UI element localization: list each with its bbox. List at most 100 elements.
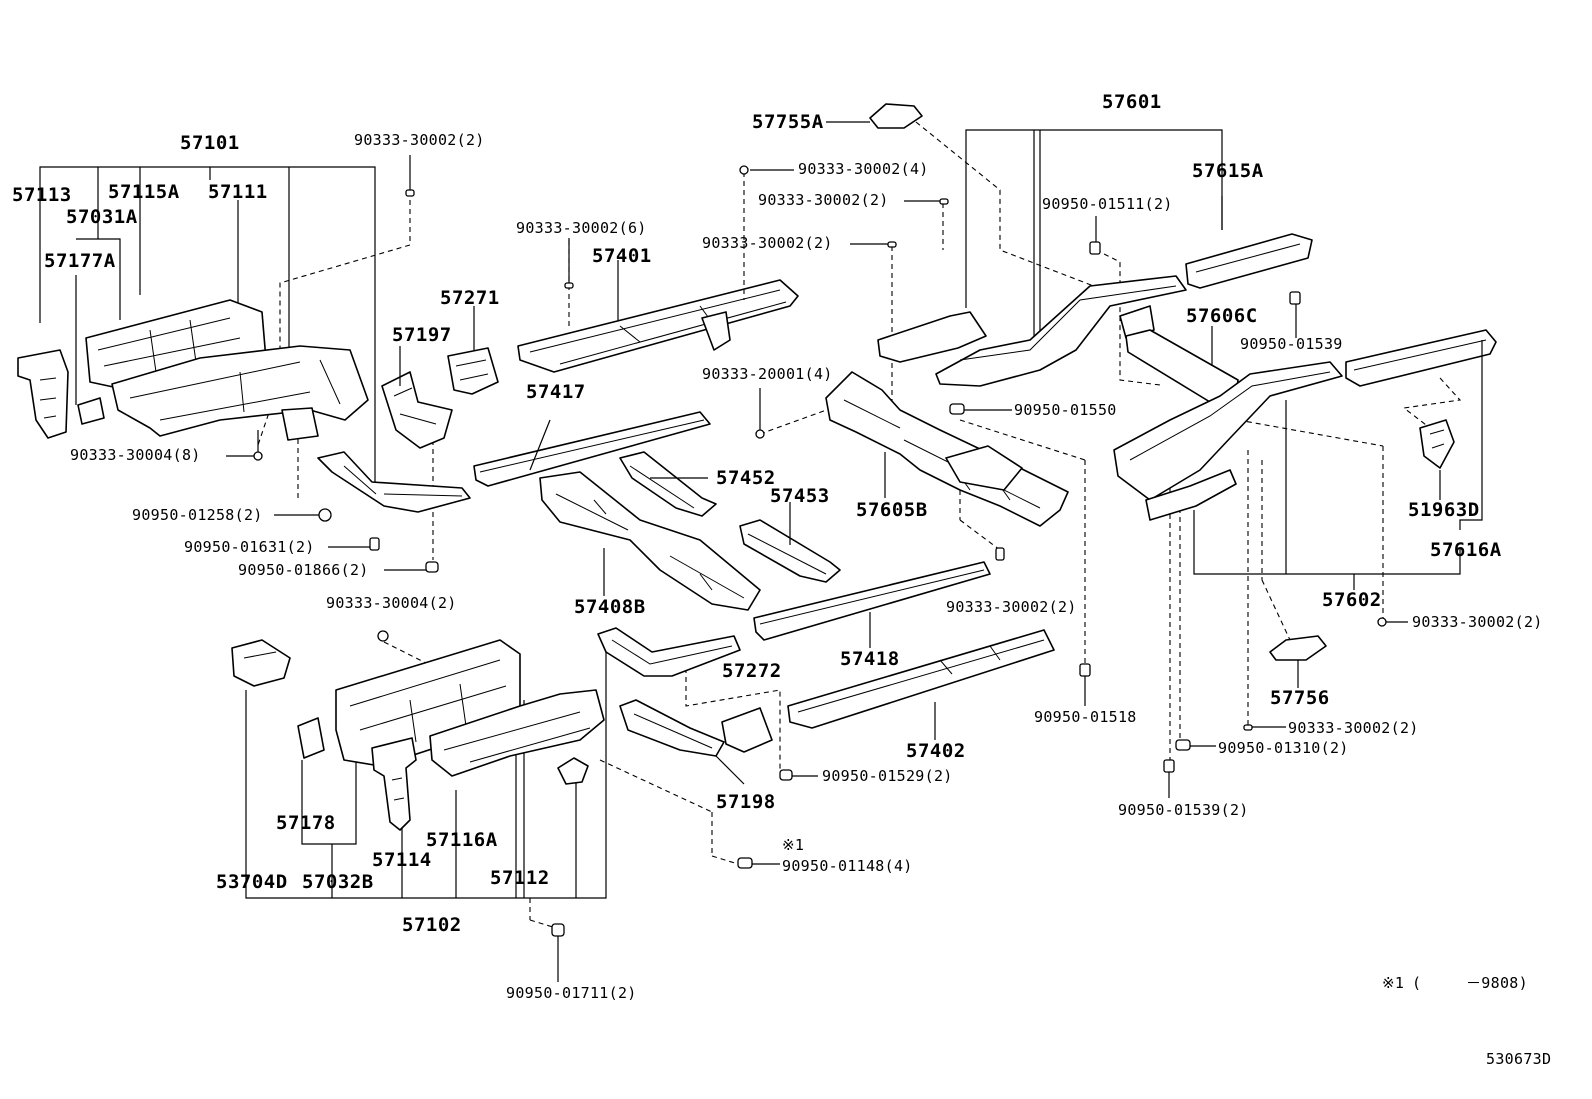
part-57602-art xyxy=(1113,361,1343,521)
part-53704D-art xyxy=(231,639,291,687)
fastener-group-lower xyxy=(377,630,818,982)
part-label-57271: 57271 xyxy=(440,287,500,309)
fastener-label-90950-01518: 90950-01518 xyxy=(1034,708,1137,726)
fastener-label-90950-01866-2: 90950-01866(2) xyxy=(238,561,369,579)
part-57111-art xyxy=(111,345,369,441)
part-57616A-art xyxy=(1345,329,1497,387)
footnote-open-paren: ( xyxy=(1412,974,1422,992)
footnote-range: －9808) xyxy=(1466,974,1528,992)
part-57111-bottom-art xyxy=(317,451,471,513)
part-57178-art xyxy=(297,717,325,759)
fastener-label-90333-20001-4: 90333-20001(4) xyxy=(702,365,833,383)
part-label-57615A: 57615A xyxy=(1192,160,1264,182)
diagram-code: 530673D xyxy=(1486,1050,1552,1068)
fastener-label-90950-01711-2: 90950-01711(2) xyxy=(506,984,637,1002)
part-label-57111: 57111 xyxy=(208,181,268,203)
part-57417-art xyxy=(473,411,711,487)
part-57606C-art xyxy=(1125,329,1239,403)
part-57418-art xyxy=(753,561,991,641)
part-57605B-art xyxy=(825,371,1069,527)
part-label-57601: 57601 xyxy=(1102,91,1162,113)
part-57112-art xyxy=(557,757,589,785)
fastener-label-90333-30004-8: 90333-30004(8) xyxy=(70,446,201,464)
fastener-label-90333-30002-2-d: 90333-30002(2) xyxy=(1412,613,1543,631)
note-mark-1: ※1 xyxy=(782,836,805,854)
part-label-57755A: 57755A xyxy=(752,111,824,133)
part-label-57197: 57197 xyxy=(392,324,452,346)
part-label-57756: 57756 xyxy=(1270,687,1330,709)
part-label-57401: 57401 xyxy=(592,245,652,267)
part-label-57112: 57112 xyxy=(490,867,550,889)
leader-right-fasteners xyxy=(399,121,1408,798)
part-57756-art xyxy=(1269,635,1327,688)
part-57198-art xyxy=(619,699,745,785)
part-label-57113: 57113 xyxy=(12,184,72,206)
part-label-57116A: 57116A xyxy=(426,829,498,851)
part-57114-art xyxy=(371,737,417,831)
part-label-57032B: 57032B xyxy=(302,871,374,893)
part-label-57198: 57198 xyxy=(716,791,776,813)
fastener-label-90950-01539-2: 90950-01539(2) xyxy=(1118,801,1249,819)
part-label-57031A: 57031A xyxy=(66,206,138,228)
part-label-57452: 57452 xyxy=(716,467,776,489)
fastener-label-90333-30002-2: 90333-30002(2) xyxy=(354,131,485,149)
group-57101-leaders xyxy=(39,166,376,487)
part-label-57606C: 57606C xyxy=(1186,305,1258,327)
leader-left-fasteners xyxy=(274,155,426,571)
part-57177A-art xyxy=(77,397,105,425)
dash-lower-left xyxy=(383,641,781,929)
fastener-label-90950-01529-2: 90950-01529(2) xyxy=(822,767,953,785)
part-label-57114: 57114 xyxy=(372,849,432,871)
fastener-label-90333-30004-2: 90333-30004(2) xyxy=(326,594,457,612)
part-label-57602: 57602 xyxy=(1322,589,1382,611)
part-label-57418: 57418 xyxy=(840,648,900,670)
part-57113-art xyxy=(17,349,69,439)
fastener-label-90950-01631-2: 90950-01631(2) xyxy=(184,538,315,556)
part-57401-art xyxy=(517,279,799,373)
part-51963D-art xyxy=(1419,419,1455,469)
part-57112-rail-art xyxy=(597,627,741,677)
part-label-57402: 57402 xyxy=(906,740,966,762)
fastener-label-90333-30002-2-c: 90333-30002(2) xyxy=(702,234,833,252)
part-57452-art xyxy=(619,451,717,517)
part-57271-art xyxy=(447,347,499,395)
part-label-53704D: 53704D xyxy=(216,871,288,893)
fastener-label-90950-01310-2: 90950-01310(2) xyxy=(1218,739,1349,757)
part-label-51963D: 51963D xyxy=(1408,499,1480,521)
part-label-57417: 57417 xyxy=(526,381,586,403)
group-57601-leaders xyxy=(965,129,1223,340)
part-label-57408B: 57408B xyxy=(574,596,646,618)
fastener-label-90950-01258-2: 90950-01258(2) xyxy=(132,506,263,524)
part-57601-art xyxy=(877,233,1313,387)
fastener-label-90333-30002-2-e: 90333-30002(2) xyxy=(946,598,1077,616)
footnote-mark: ※1 xyxy=(1382,974,1405,992)
part-57402-art xyxy=(787,629,1055,729)
part-57197-art xyxy=(381,371,453,449)
fastener-label-90333-30002-6: 90333-30002(6) xyxy=(516,219,647,237)
part-label-57102: 57102 xyxy=(402,914,462,936)
fastener-label-90333-30002-2-f: 90333-30002(2) xyxy=(1288,719,1419,737)
part-57272-art xyxy=(721,707,773,753)
part-label-57177A: 57177A xyxy=(44,250,116,272)
fastener-label-90950-01148-4: 90950-01148(4) xyxy=(782,857,913,875)
part-57755A-art xyxy=(869,103,923,129)
fastener-group-left xyxy=(253,189,439,573)
group-57602-leaders xyxy=(1193,340,1483,590)
part-label-57178: 57178 xyxy=(276,812,336,834)
part-label-57605B: 57605B xyxy=(856,499,928,521)
part-label-57616A: 57616A xyxy=(1430,539,1502,561)
fastener-label-90333-30002-2-b: 90333-30002(2) xyxy=(758,191,889,209)
fastener-label-90950-01550: 90950-01550 xyxy=(1014,401,1117,419)
fastener-label-90333-30002-4: 90333-30002(4) xyxy=(798,160,929,178)
fastener-label-90950-01511-2: 90950-01511(2) xyxy=(1042,195,1173,213)
part-label-57101: 57101 xyxy=(180,132,240,154)
fastener-label-90950-01539: 90950-01539 xyxy=(1240,335,1343,353)
part-57453-art xyxy=(739,519,841,583)
part-label-57272: 57272 xyxy=(722,660,782,682)
part-label-57115A: 57115A xyxy=(108,181,180,203)
part-label-57453: 57453 xyxy=(770,485,830,507)
part-57408B-art xyxy=(539,471,761,611)
part-57116A-art xyxy=(429,689,605,777)
